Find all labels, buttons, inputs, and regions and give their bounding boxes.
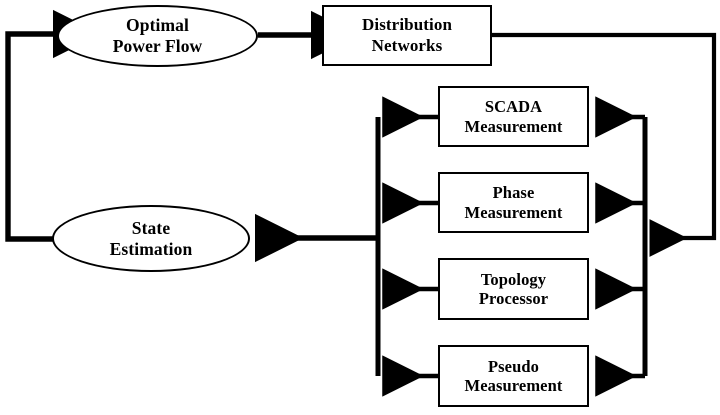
measurement-right-bus [595,96,648,397]
node-topology-processor[interactable]: Topology Processor [438,258,589,320]
node-pseudo-measurement[interactable]: Pseudo Measurement [438,345,589,407]
node-phase-measurement-label: Phase Measurement [464,183,563,222]
node-state-estimation[interactable]: State Estimation [52,205,250,272]
node-optimal-power-flow[interactable]: Optimal Power Flow [57,5,258,67]
node-state-estimation-label: State Estimation [109,217,193,259]
node-pseudo-measurement-label: Pseudo Measurement [464,356,563,395]
node-topology-processor-label: Topology Processor [478,269,549,308]
node-scada-measurement[interactable]: SCADA Measurement [438,86,589,147]
node-scada-measurement-label: SCADA Measurement [464,97,563,136]
measurement-left-bus [375,96,438,397]
node-distribution-networks-label: Distribution Networks [362,15,452,55]
node-phase-measurement[interactable]: Phase Measurement [438,172,589,233]
node-distribution-networks[interactable]: Distribution Networks [322,5,492,66]
edge-state-estimation-to-optimal-power-flow [5,9,102,242]
node-optimal-power-flow-label: Optimal Power Flow [112,15,203,56]
